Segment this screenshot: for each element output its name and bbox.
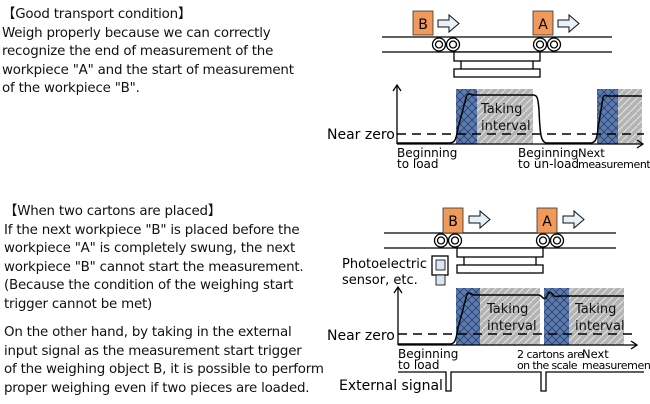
section2-line: If the next workpiece "B" is placed befo… <box>4 222 300 238</box>
section2-line: (Because the condition of the weighing s… <box>4 278 294 293</box>
settling-region <box>544 288 569 345</box>
taking-interval-label: Taking <box>480 102 522 117</box>
axis-label-unload: Beginning <box>518 146 578 160</box>
taking-interval-region <box>477 89 533 144</box>
roller-icon <box>431 37 562 52</box>
section2-text: 【When two cartons are placed】 If the nex… <box>4 203 324 398</box>
axis-label-load: to load <box>397 157 439 171</box>
axis-label-next: Next <box>582 347 609 361</box>
section2-line2: input signal as the measurement start tr… <box>4 343 302 359</box>
section2-line: trigger cannot be met) <box>4 296 153 312</box>
section1-line: Weigh properly because we can correctly <box>2 25 271 41</box>
section2-line: workpiece "A" is completely swung, the n… <box>4 241 296 256</box>
photoelectric-sensor-icon <box>431 255 449 286</box>
axis-label-load: to load <box>398 358 440 372</box>
sensor-label: sensor, etc. <box>342 273 418 288</box>
sensor-label: Photoelectric <box>342 257 427 272</box>
section2-line2: proper weighing even if two pieces are l… <box>4 380 310 396</box>
roller-icon <box>433 233 565 248</box>
weight-signal-curve <box>397 93 642 144</box>
arrow-right-icon <box>562 209 585 230</box>
conveyor-diagram-2: B A Photoelectric sensor, etc. <box>342 207 616 288</box>
taking-interval-label: interval <box>487 319 537 334</box>
axis-label-load: Beginning <box>397 146 457 160</box>
workpiece-a-label: A <box>538 17 548 33</box>
workpiece-a <box>536 207 558 234</box>
y-axis-arrow-icon <box>393 285 403 294</box>
taking-interval-region <box>569 288 624 345</box>
workpiece-b <box>412 10 434 36</box>
weight-chart-1: Taking interval Near zero Beginning to l… <box>327 83 650 171</box>
section2-line2: On the other hand, by taking in the exte… <box>4 325 292 340</box>
taking-interval-label: interval <box>481 119 531 134</box>
workpiece-b-label: B <box>418 17 428 33</box>
section1-line: of the workpiece "B". <box>2 81 140 96</box>
weight-chart-2: Taking interval Taking interval Near zer… <box>327 285 650 394</box>
arrow-right-icon <box>468 209 491 230</box>
section2-line2: of the weighing object B, it is possible… <box>4 362 324 377</box>
section1-text: 【Good transport condition】 Weigh properl… <box>2 6 294 99</box>
workpiece-b <box>442 207 464 234</box>
y-axis-arrow-icon <box>392 83 402 92</box>
x-axis-arrow-icon <box>630 340 639 350</box>
axis-label-next: measurement <box>578 158 650 171</box>
scale-platform <box>456 247 544 274</box>
axis-label-two-cartons: 2 cartons are <box>517 348 584 361</box>
taking-interval-region <box>480 288 540 345</box>
arrow-right-icon <box>557 13 580 34</box>
external-signal-line <box>398 371 644 392</box>
workpiece-a <box>532 10 554 36</box>
taking-interval-label: interval <box>575 319 625 334</box>
section1-heading: 【Good transport condition】 <box>2 7 192 22</box>
arrow-right-icon <box>437 13 460 34</box>
axis-label-load: Beginning <box>398 347 458 361</box>
weight-signal-curve <box>398 291 624 345</box>
near-zero-label: Near zero <box>327 328 395 344</box>
settling-region <box>456 89 477 144</box>
scale-platform <box>453 51 541 78</box>
section2-line: workpiece "B" cannot start the measureme… <box>4 259 304 275</box>
axis-label-two-cartons: on the scale <box>517 359 578 372</box>
near-zero-label: Near zero <box>327 127 395 143</box>
settling-region <box>456 288 480 345</box>
section2-heading: 【When two cartons are placed】 <box>4 204 222 219</box>
axis-label-next: measurement <box>582 359 650 372</box>
taking-interval-label: Taking <box>486 302 528 317</box>
workpiece-b-label: B <box>448 214 458 230</box>
taking-interval-label: Taking <box>574 302 616 317</box>
conveyor-diagram-1: B A <box>382 10 612 78</box>
taking-interval-region <box>618 89 642 144</box>
workpiece-a-label: A <box>542 214 552 230</box>
external-signal-label: External signal <box>339 378 443 394</box>
x-axis-arrow-icon <box>636 139 645 149</box>
section1-line: recognize the end of measurement of the <box>2 44 274 59</box>
axis-label-unload: to un-load <box>518 157 579 171</box>
axis-label-next: Next <box>578 146 605 160</box>
section1-line: workpiece "A" and the start of measureme… <box>2 62 294 78</box>
